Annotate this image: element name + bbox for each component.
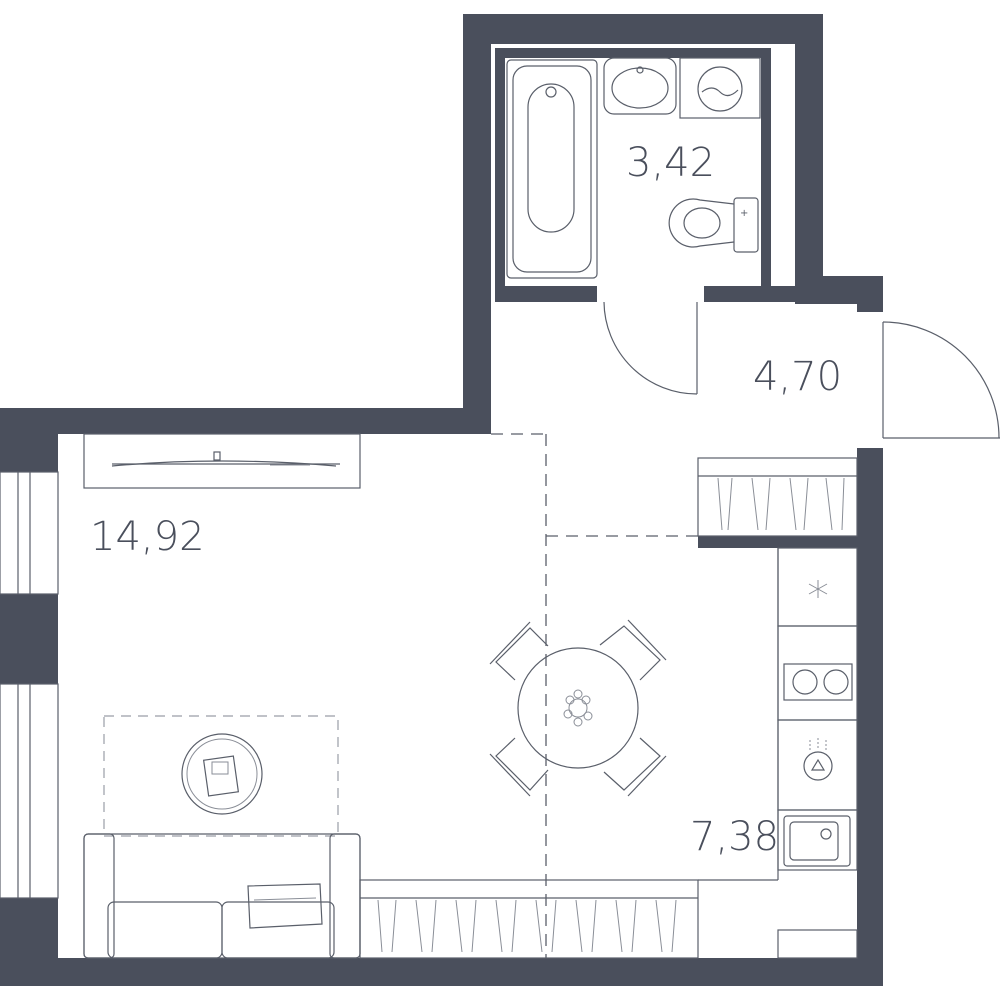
walls	[0, 14, 883, 986]
wardrobe-icon	[697, 457, 858, 537]
chair-icon	[603, 737, 667, 797]
kitchen-area-label: 7,38	[690, 814, 779, 860]
zone-dividers	[491, 433, 698, 958]
sofa-icon	[83, 833, 361, 959]
chair-icon	[599, 619, 667, 681]
window-icon	[0, 471, 59, 899]
hallway-area-label: 4,70	[753, 354, 842, 400]
door-icon	[603, 301, 1000, 439]
kettle-icon	[777, 719, 858, 811]
chair-icon	[489, 621, 549, 681]
coffee-table-icon	[181, 733, 263, 815]
washing-machine-icon	[679, 57, 761, 119]
toilet-icon: +	[668, 197, 759, 253]
sink-icon	[603, 57, 677, 115]
svg-text:+: +	[740, 208, 748, 219]
chair-icon	[489, 737, 549, 797]
bathtub-icon	[506, 59, 598, 279]
living-room-area-label: 14,92	[90, 514, 205, 560]
kitchen-sink-icon	[777, 809, 858, 871]
fridge-icon	[777, 547, 858, 627]
bathroom-area-label: 3,42	[626, 140, 715, 186]
flower-decor-icon	[563, 689, 593, 727]
stove-icon	[777, 625, 858, 721]
dining-table-icon	[517, 647, 639, 769]
wardrobe-icon	[359, 879, 699, 959]
utility-box	[777, 929, 858, 959]
tv-icon	[83, 433, 361, 489]
rug-outline	[103, 715, 339, 837]
